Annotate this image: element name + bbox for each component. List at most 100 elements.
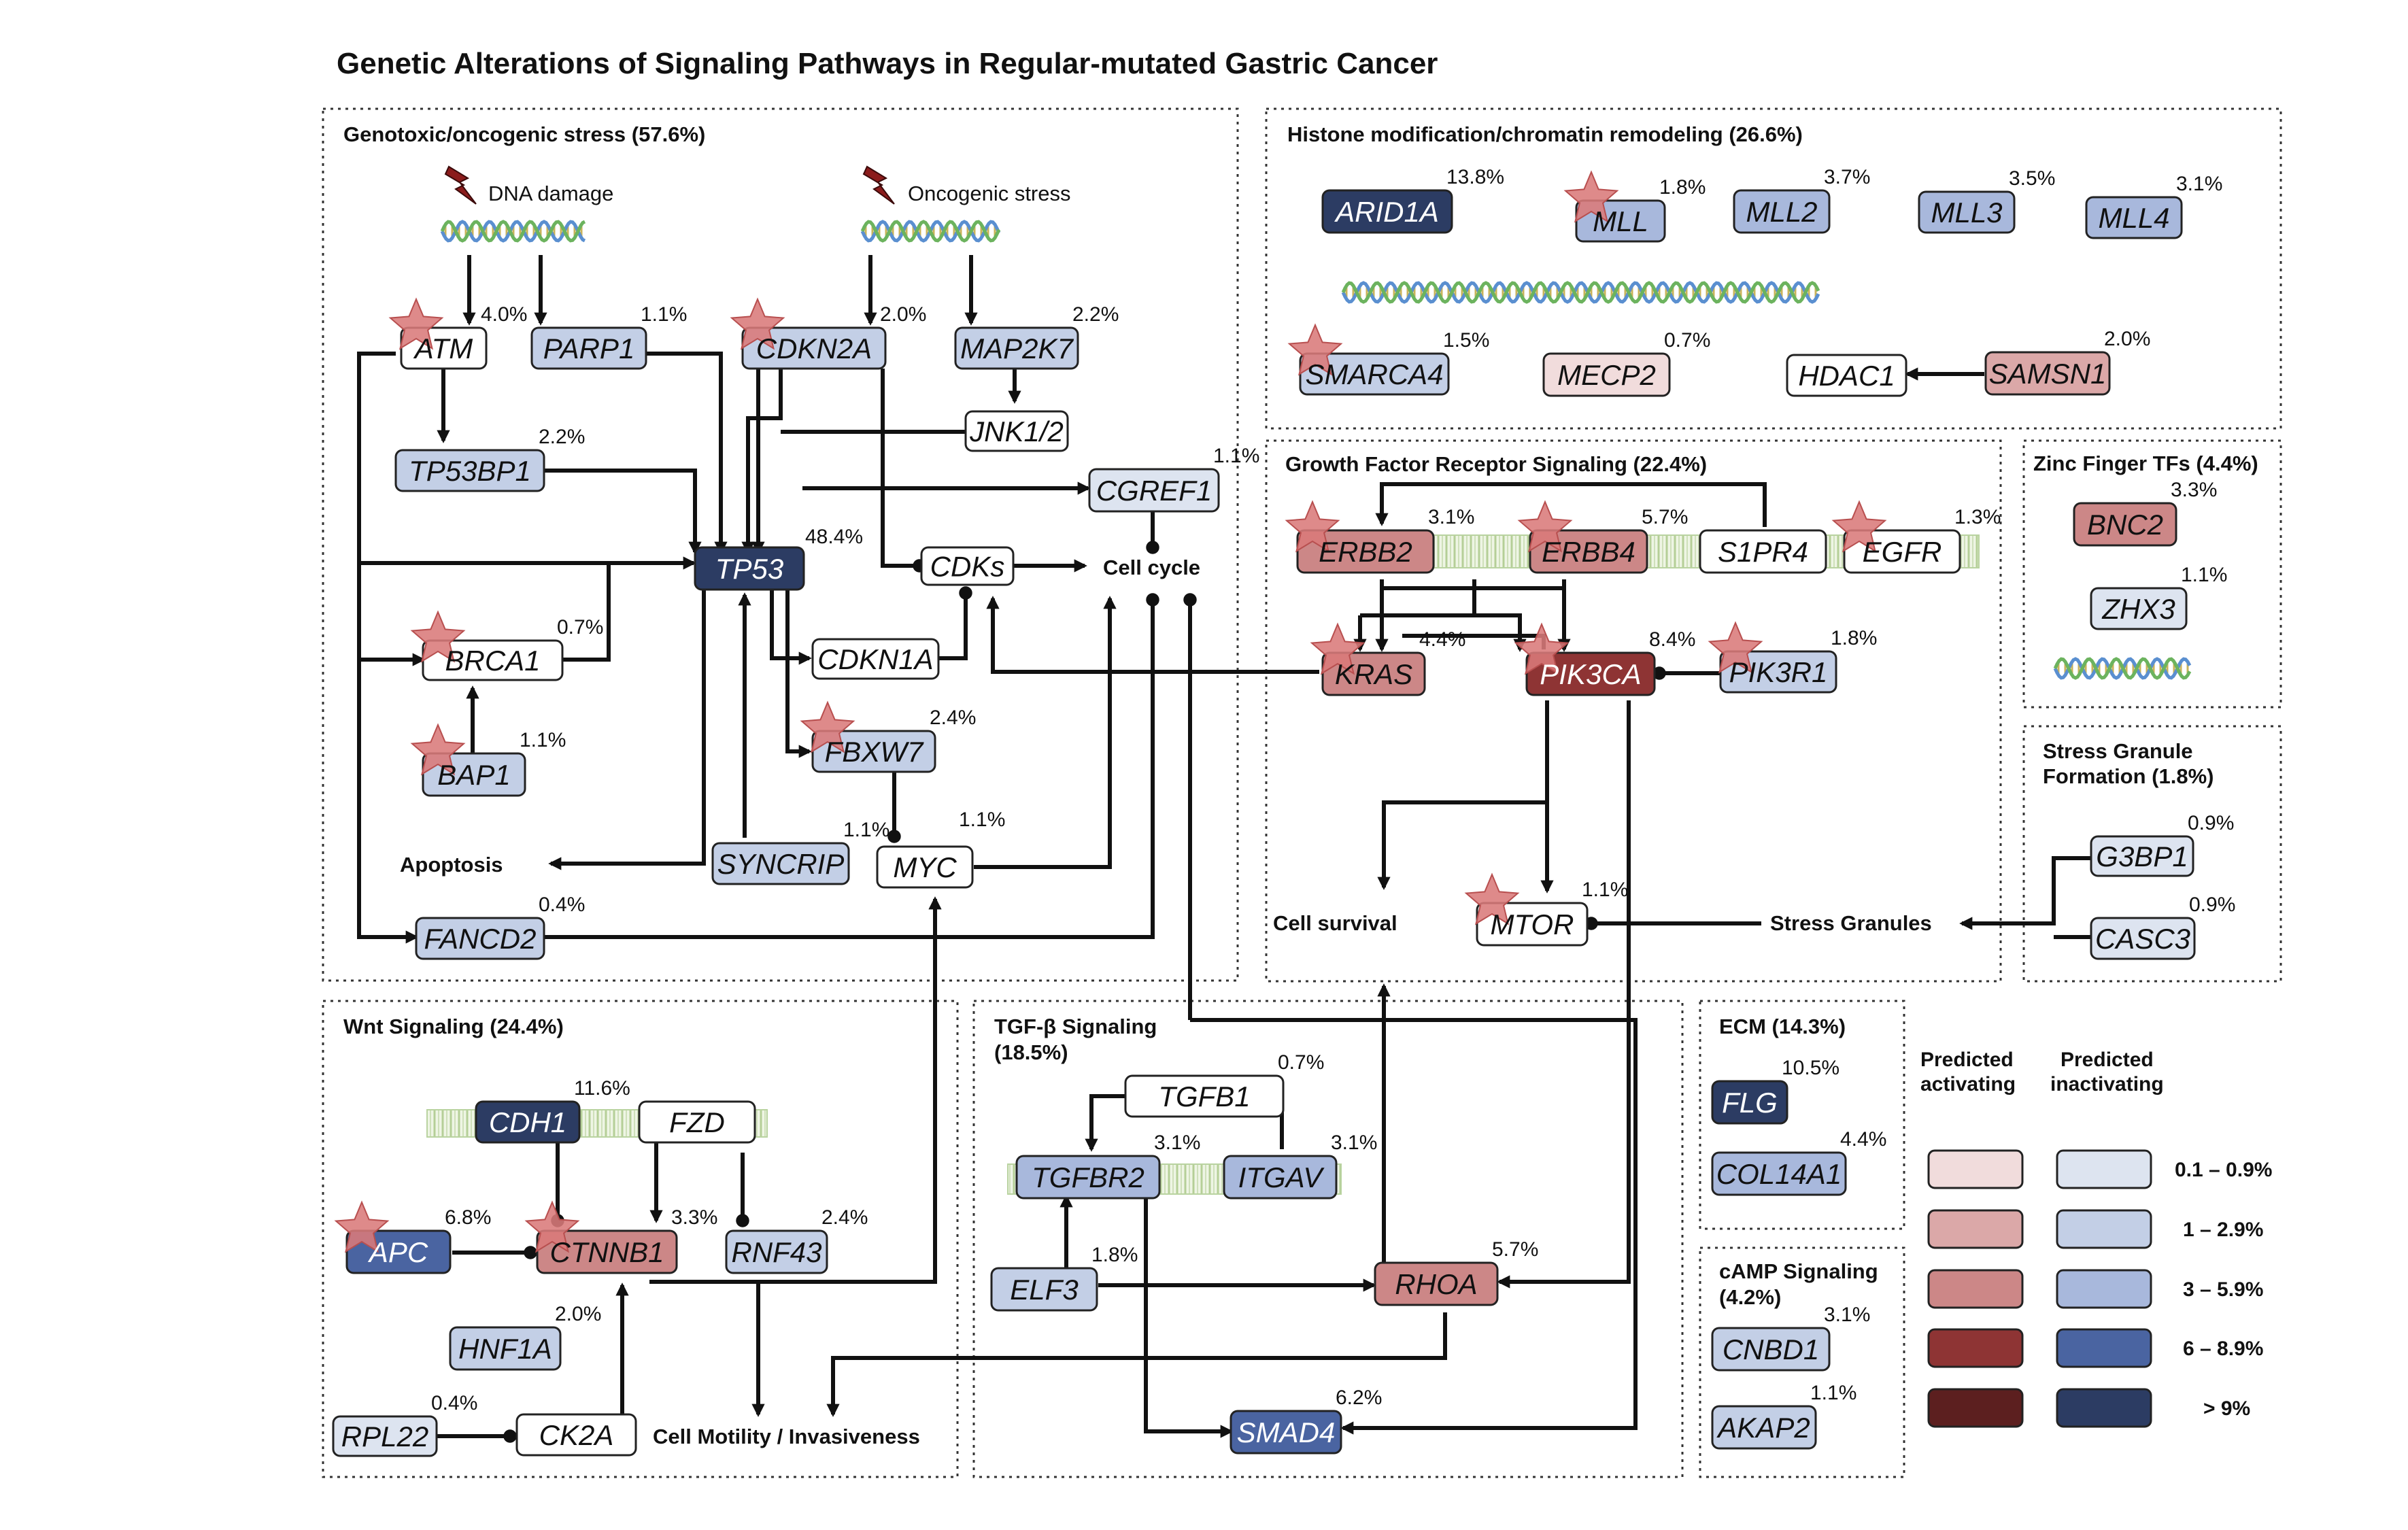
gene-box[interactable] [725,1229,828,1274]
gene-box[interactable] [954,326,1079,370]
gene-box[interactable] [1711,1080,1788,1125]
gene-box[interactable] [920,546,1015,586]
gene-box[interactable] [1015,1155,1161,1200]
gene-box[interactable] [876,845,974,889]
gene-box[interactable] [1711,1405,1817,1450]
gene-box[interactable] [415,917,545,960]
gene-box[interactable] [2085,196,2183,239]
gene-box[interactable] [536,1229,678,1274]
gene-box[interactable] [1525,651,1656,696]
gene-box[interactable] [964,410,1069,452]
gene-box[interactable] [1124,1074,1285,1118]
gene-box[interactable] [694,546,805,591]
gene-box[interactable] [1711,1151,1847,1196]
gene-box[interactable] [1786,354,1907,397]
gene-fzd[interactable]: FZD [638,1100,756,1144]
gene-box[interactable] [475,1100,581,1144]
gene-box[interactable] [1699,529,1827,574]
panel-title-wnt: Wnt Signaling (24.4%) [343,1015,564,1038]
gene-box[interactable] [449,1326,562,1371]
gene-box[interactable] [394,449,545,492]
gene-cdks[interactable]: CDKs [920,546,1015,586]
gene-box[interactable] [1918,190,2016,234]
gene-box[interactable] [2090,835,2194,877]
gene-box[interactable] [811,638,940,680]
gene-box[interactable] [638,1100,756,1144]
gene-name: CDKN2A [756,333,872,364]
gene-box[interactable] [1542,352,1671,397]
gene-box[interactable] [2073,502,2177,547]
gene-box[interactable] [1321,189,1453,234]
gene-box[interactable] [1223,1155,1338,1200]
gene-box[interactable] [1088,468,1220,513]
gene-box[interactable] [1711,1327,1831,1372]
gene-box[interactable] [2090,917,2196,960]
gene-box[interactable] [2090,587,2188,630]
gene-hdac1[interactable]: HDAC1 [1786,354,1907,397]
gene-box[interactable] [711,842,850,885]
gene-ck2a[interactable]: CK2A [515,1413,637,1457]
gene-box[interactable] [1984,351,2111,396]
gene-box[interactable] [1296,529,1435,574]
gene-box[interactable] [990,1267,1098,1312]
gene-cdkn1a[interactable]: CDKN1A [811,638,940,680]
gene-box[interactable] [1230,1410,1342,1455]
gene-box[interactable] [332,1415,438,1457]
gene-box[interactable] [1529,529,1648,574]
gene-jnk12[interactable]: JNK1/2 [964,410,1069,452]
gene-box[interactable] [515,1413,637,1457]
gene-box[interactable] [530,326,647,370]
gene-box[interactable] [1733,189,1831,234]
gene-box[interactable] [1374,1261,1499,1306]
gene-s1pr4[interactable]: S1PR4 [1699,529,1827,574]
